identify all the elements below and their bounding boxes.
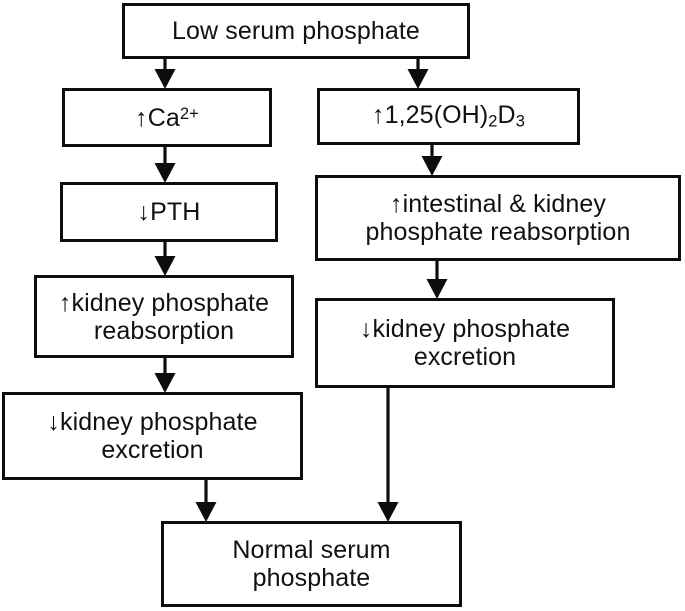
node-decreased-kidney-excretion-left: ↓kidney phosphate excretion bbox=[2, 392, 303, 480]
node-label: Normal serum phosphate bbox=[232, 536, 391, 592]
node-low-serum-phosphate: Low serum phosphate bbox=[122, 3, 470, 59]
node-normal-serum-phosphate: Normal serum phosphate bbox=[161, 521, 462, 607]
node-label: ↑kidney phosphate reabsorption bbox=[58, 288, 270, 345]
arrow-edge-vitamin-d-to-intestinal bbox=[421, 145, 443, 176]
arrow-head bbox=[407, 69, 429, 89]
arrow-edge-intestinal-to-excretion bbox=[426, 261, 448, 299]
arrow-edge-calcium-to-pth bbox=[154, 147, 176, 183]
arrow-head bbox=[154, 373, 176, 393]
arrow-edge-reabsorption-to-excretion bbox=[154, 358, 176, 393]
arrow-head bbox=[195, 502, 217, 522]
node-decreased-pth: ↓PTH bbox=[60, 182, 278, 242]
arrow-edge-excretion-right-to-normal bbox=[377, 388, 399, 522]
node-decreased-kidney-excretion-right: ↓kidney phosphate excretion bbox=[315, 298, 615, 388]
node-label: ↑intestinal & kidney phosphate reabsorpt… bbox=[365, 190, 631, 246]
node-label: Low serum phosphate bbox=[172, 17, 420, 45]
node-increased-vitamin-d: ↑1,25(OH)2D3 bbox=[317, 88, 580, 145]
node-label: ↑Ca2+ bbox=[135, 103, 199, 132]
arrow-edge-low-to-calcium bbox=[154, 59, 176, 89]
arrow-edge-pth-to-kidney-reabsorption bbox=[154, 242, 176, 276]
node-increased-intestinal-kidney-reabsorption: ↑intestinal & kidney phosphate reabsorpt… bbox=[315, 175, 681, 261]
node-label: ↓kidney phosphate excretion bbox=[47, 408, 258, 464]
node-increased-calcium: ↑Ca2+ bbox=[62, 88, 272, 147]
arrow-head bbox=[377, 502, 399, 522]
arrow-head bbox=[426, 279, 448, 299]
arrow-head bbox=[421, 156, 443, 176]
node-increased-kidney-reabsorption: ↑kidney phosphate reabsorption bbox=[34, 275, 294, 358]
node-label: ↑1,25(OH)2D3 bbox=[372, 101, 525, 132]
node-label: ↓PTH bbox=[137, 198, 201, 226]
arrow-head bbox=[154, 69, 176, 89]
arrow-edge-low-to-vitamin-d bbox=[407, 59, 429, 89]
arrow-head bbox=[154, 163, 176, 183]
node-label: ↓kidney phosphate excretion bbox=[359, 315, 571, 371]
arrow-edge-excretion-left-to-normal bbox=[195, 480, 217, 522]
arrow-head bbox=[154, 256, 176, 276]
